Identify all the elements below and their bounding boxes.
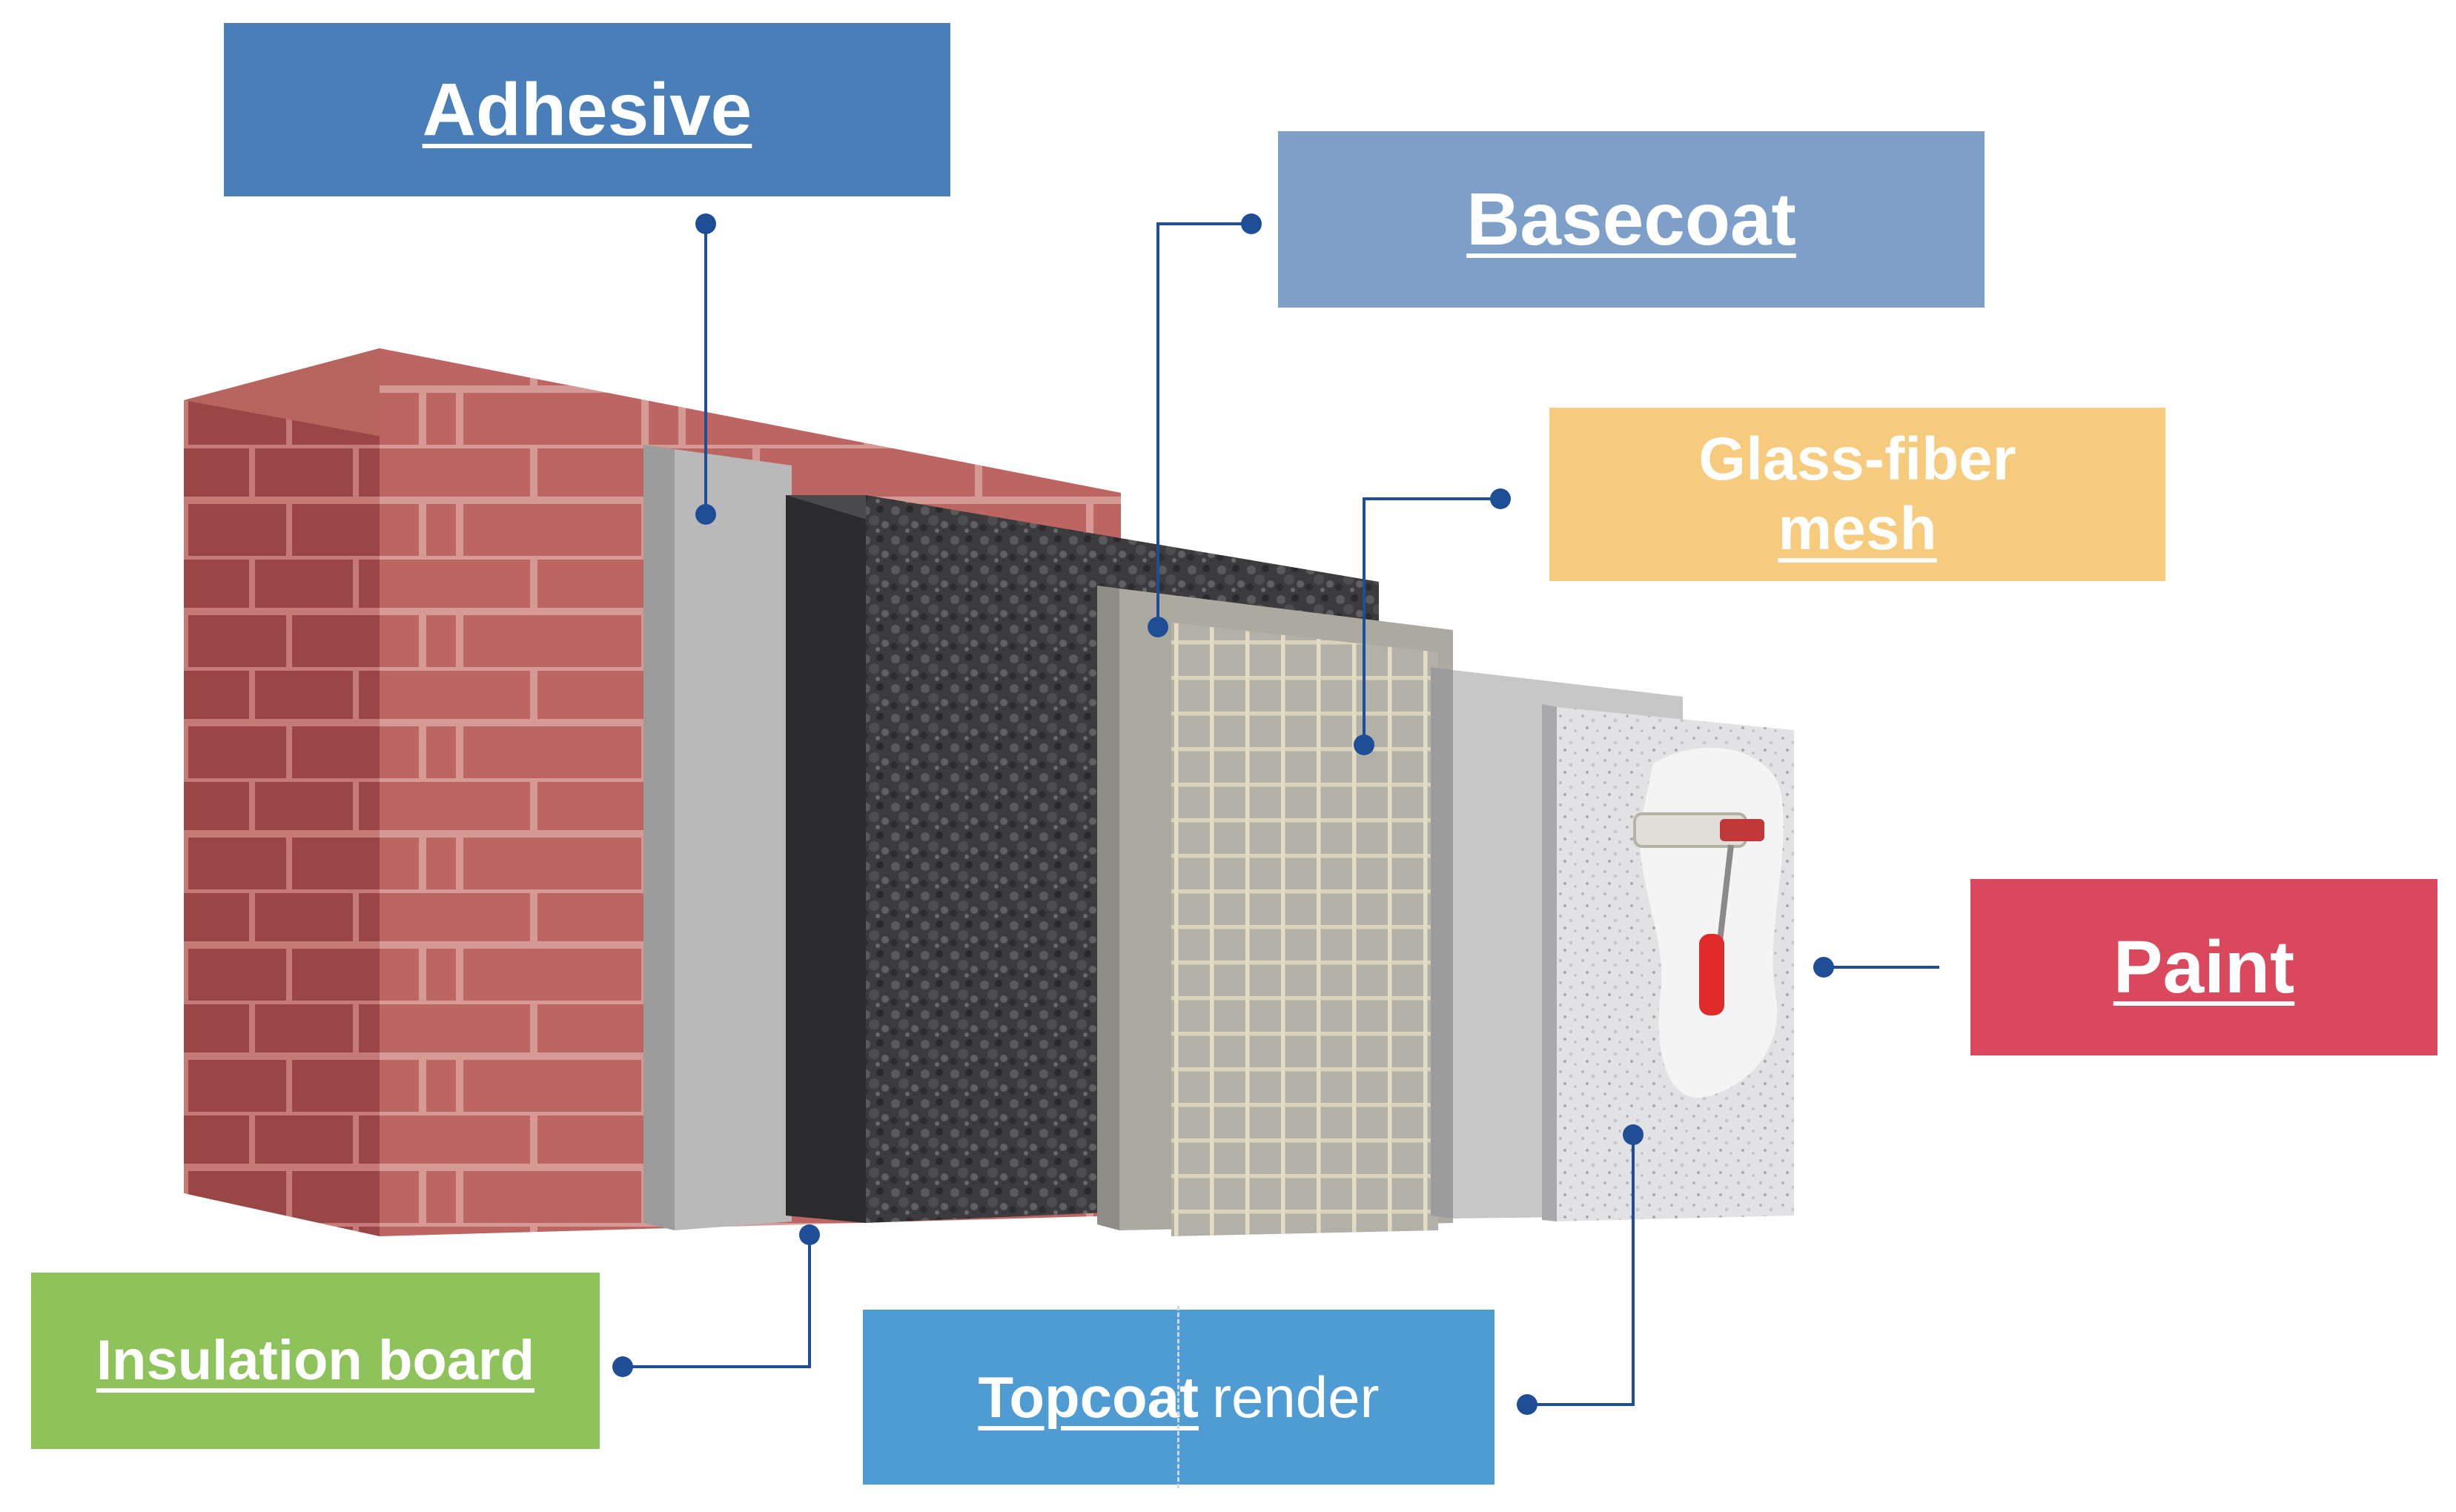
- basecoat-label: Basecoat: [1466, 177, 1796, 261]
- leader-dots: [612, 213, 1834, 1415]
- leader-lines: [623, 222, 1939, 1406]
- basecoat-dot-bottom: [1148, 617, 1168, 637]
- topcoat-leader: [1527, 1135, 1635, 1406]
- glass-fiber-mesh-label-box: Glass-fiber mesh: [1549, 408, 2165, 581]
- adhesive-label: Adhesive: [422, 67, 752, 151]
- paint-roller-icon: [1633, 812, 1764, 1015]
- insulation-dot-top: [799, 1224, 820, 1245]
- paint-label: Paint: [2113, 925, 2295, 1009]
- topcoat-dot-end: [1517, 1394, 1538, 1415]
- topcoat-dot-top: [1623, 1124, 1644, 1145]
- insulation-board-label-box: Insulation board: [31, 1273, 600, 1449]
- glass-fiber-leader: [1363, 497, 1497, 745]
- glass-fiber-mesh-layer: [1171, 623, 1438, 1236]
- adhesive-dot-top: [695, 213, 716, 234]
- topcoat-label-plain: render: [1212, 1364, 1380, 1430]
- adhesive-layer: [643, 445, 792, 1230]
- glass-fiber-label-line2: mesh: [1778, 495, 1937, 563]
- paint-label-box: Paint: [1970, 879, 2437, 1055]
- insulation-board-label: Insulation board: [96, 1329, 535, 1393]
- glass-fiber-dot-top: [1490, 488, 1511, 509]
- adhesive-label-box: Adhesive: [224, 23, 950, 196]
- paint-dot: [1813, 957, 1834, 978]
- topcoat-render-layer: [1542, 704, 1794, 1221]
- topcoat-dashed-divider: [1177, 1306, 1179, 1488]
- basecoat-dot-top: [1241, 213, 1262, 234]
- brick-wall-side: [184, 348, 380, 1236]
- painted-area: [1640, 747, 1784, 1098]
- adhesive-dot-bottom: [695, 504, 716, 525]
- insulation-leader: [623, 1235, 811, 1368]
- glass-fiber-label-line1: Glass-fiber: [1698, 425, 2016, 493]
- insulation-dot-end: [612, 1356, 633, 1377]
- glass-fiber-dot-bottom: [1354, 735, 1374, 755]
- basecoat-leader: [1156, 222, 1251, 627]
- basecoat-label-box: Basecoat: [1278, 131, 1985, 308]
- topcoat-label-bold: Topcoat: [978, 1364, 1199, 1430]
